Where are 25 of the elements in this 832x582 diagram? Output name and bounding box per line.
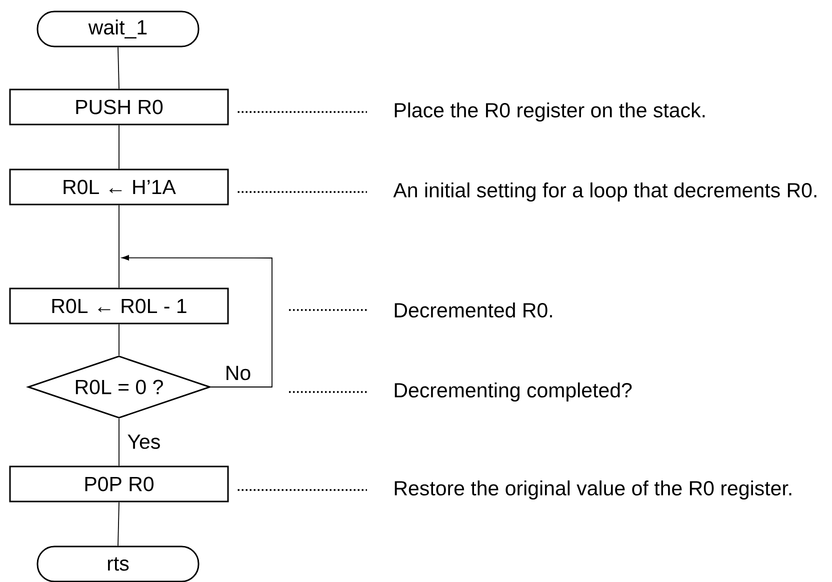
loop-arrow (122, 255, 272, 388)
comment-text: An initial setting for a loop that decrements R0. (393, 182, 816, 202)
leader-line (238, 191, 367, 193)
comment-text: Decrementing completed? (394, 382, 632, 402)
leader-line (289, 391, 367, 393)
connector-line (118, 124, 120, 170)
connector-line (118, 46, 120, 90)
edge-label: Yes (126, 434, 162, 450)
connector-line (118, 502, 120, 546)
terminal-box: wait_1 (36, 10, 200, 48)
connector-line (118, 324, 120, 356)
comment-text: Restore the original value of the R0 register. (394, 480, 792, 500)
comment-text: Place the R0 register on the stack. (394, 102, 705, 122)
connector-line (118, 418, 120, 466)
process-box: R0L ← R0L - 1 (9, 288, 229, 324)
connector-line (118, 204, 120, 288)
process-box: P0P R0 (9, 466, 229, 502)
process-box: PUSH R0 (9, 88, 229, 126)
process-box: R0L ← H’1A (9, 168, 229, 206)
leader-line (289, 309, 367, 311)
leader-line (238, 489, 367, 491)
leader-line (238, 111, 367, 113)
comment-text: Decremented R0. (394, 302, 552, 318)
terminal-box: rts (36, 546, 200, 582)
edge-label: No (224, 364, 252, 382)
